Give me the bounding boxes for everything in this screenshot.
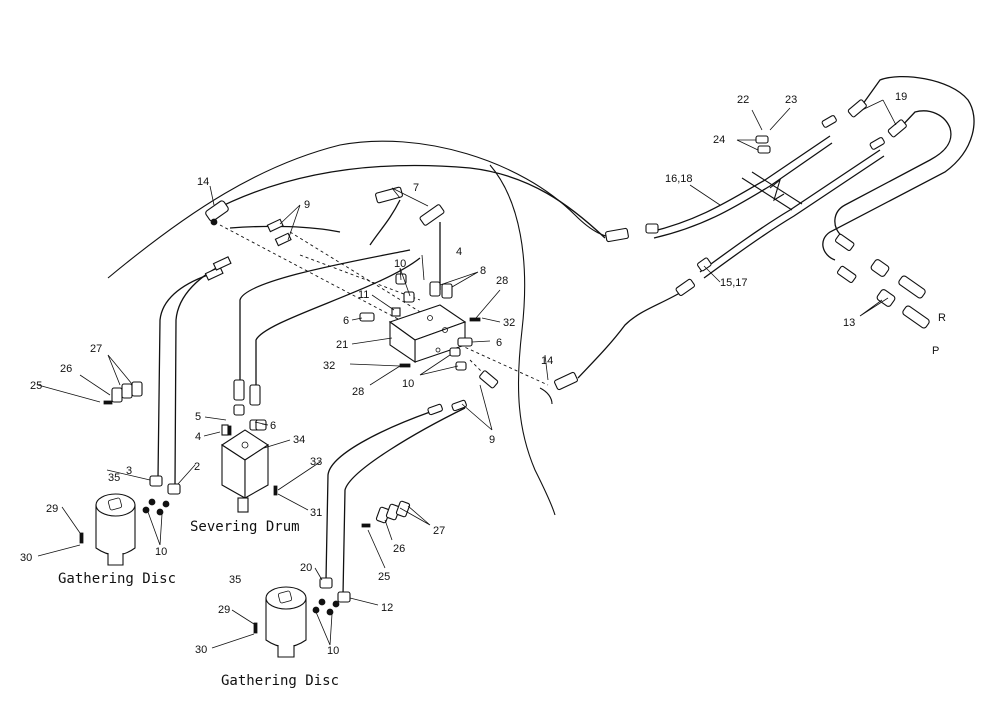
callout-24: 24 bbox=[713, 134, 725, 146]
hose-drum-a bbox=[239, 249, 411, 385]
fittings bbox=[79, 99, 930, 634]
callout-30-left: 30 bbox=[20, 552, 32, 564]
callout-35-left: 35 bbox=[108, 472, 120, 484]
callout-10-middle: 10 bbox=[402, 378, 414, 390]
hose-top-left-2 bbox=[229, 225, 341, 233]
callout-33: 33 bbox=[310, 456, 322, 468]
callout-14-top: 14 bbox=[197, 176, 209, 188]
callout-6-left: 6 bbox=[343, 315, 349, 327]
callout-29-bottom: 29 bbox=[218, 604, 230, 616]
callout-25-right: 25 bbox=[378, 571, 390, 583]
caption-severing-drum: Severing Drum bbox=[190, 519, 300, 535]
callout-27-left: 27 bbox=[90, 343, 102, 355]
captions: Severing Drum Gathering Disc Gathering D… bbox=[58, 519, 339, 689]
callout-3: 3 bbox=[126, 465, 132, 477]
callout-7: 7 bbox=[413, 182, 419, 194]
callout-4-valve: 4 bbox=[456, 246, 462, 258]
dashed-route-5 bbox=[469, 359, 491, 381]
callout-15-17: 15,17 bbox=[720, 277, 748, 289]
callout-22: 22 bbox=[737, 94, 749, 106]
hose-elbow-7a bbox=[369, 199, 401, 246]
callout-P: P bbox=[932, 345, 939, 357]
caption-gathering-disc-left: Gathering Disc bbox=[58, 571, 176, 587]
callout-26-left: 26 bbox=[60, 363, 72, 375]
callout-26-right: 26 bbox=[393, 543, 405, 555]
callout-5: 5 bbox=[195, 411, 201, 423]
callout-4-drum: 4 bbox=[195, 431, 201, 443]
gathering-disc-motor-left bbox=[95, 493, 136, 566]
break-symbol bbox=[741, 171, 803, 211]
hose-return bbox=[577, 289, 686, 379]
callout-20: 20 bbox=[300, 562, 312, 574]
callout-8: 8 bbox=[480, 265, 486, 277]
hose-15-17-outer bbox=[703, 155, 885, 279]
callout-19: 19 bbox=[895, 91, 907, 103]
dashed-route-1 bbox=[219, 224, 401, 321]
callout-9-top: 9 bbox=[304, 199, 310, 211]
callout-30-bottom: 30 bbox=[195, 644, 207, 656]
valve-manifold bbox=[388, 304, 467, 364]
callout-32-right: 32 bbox=[503, 317, 515, 329]
callout-25-left: 25 bbox=[30, 380, 42, 392]
callout-27-right: 27 bbox=[433, 525, 445, 537]
callout-10-valve: 10 bbox=[394, 258, 406, 270]
hose-to-left-disc-a bbox=[157, 274, 209, 479]
dashed-route-2 bbox=[289, 231, 431, 319]
callout-34: 34 bbox=[293, 434, 305, 446]
hose-to-left-disc-b bbox=[174, 261, 229, 486]
callout-6-right: 6 bbox=[496, 337, 502, 349]
caption-gathering-disc-bottom: Gathering Disc bbox=[221, 673, 339, 689]
callout-11: 11 bbox=[358, 289, 369, 301]
callout-13: 13 bbox=[843, 317, 855, 329]
leader-lines bbox=[37, 99, 897, 649]
gathering-disc-motor-bottom bbox=[265, 586, 307, 658]
hose-16-18 bbox=[649, 135, 831, 233]
callout-R: R bbox=[938, 312, 946, 324]
dashed-route-4 bbox=[459, 344, 549, 386]
callout-23: 23 bbox=[785, 94, 797, 106]
hose-top-left bbox=[209, 164, 606, 239]
severing-drum-motor bbox=[220, 429, 270, 513]
callout-16-18: 16,18 bbox=[665, 173, 693, 185]
callout-21: 21 bbox=[336, 339, 348, 351]
callout-12: 12 bbox=[381, 602, 393, 614]
callout-31: 31 bbox=[310, 507, 322, 519]
callout-2: 2 bbox=[194, 461, 200, 473]
hose-loop-inner bbox=[834, 110, 952, 237]
callout-9-bottom: 9 bbox=[489, 434, 495, 446]
hose-bottom-disc-b bbox=[342, 407, 466, 596]
callout-28-left: 28 bbox=[352, 386, 364, 398]
callout-35-bottom: 35 bbox=[229, 574, 241, 586]
hose-loop-outer bbox=[822, 75, 975, 261]
callout-10-bottom: 10 bbox=[327, 645, 339, 657]
callout-28-right: 28 bbox=[496, 275, 508, 287]
callout-6-drum: 6 bbox=[270, 420, 276, 432]
callout-32-left: 32 bbox=[323, 360, 335, 372]
callout-29-left: 29 bbox=[46, 503, 58, 515]
callout-14-right: 14 bbox=[541, 355, 553, 367]
hose-16-18-outer bbox=[653, 142, 833, 239]
hose-bottom-disc-a bbox=[325, 411, 431, 581]
callouts: 22 23 19 24 16,18 14 7 9 4 10 8 28 11 6 … bbox=[20, 91, 946, 657]
callout-10-left: 10 bbox=[155, 546, 167, 558]
machine-outline bbox=[107, 140, 626, 279]
machine-outline-lower bbox=[489, 164, 556, 516]
